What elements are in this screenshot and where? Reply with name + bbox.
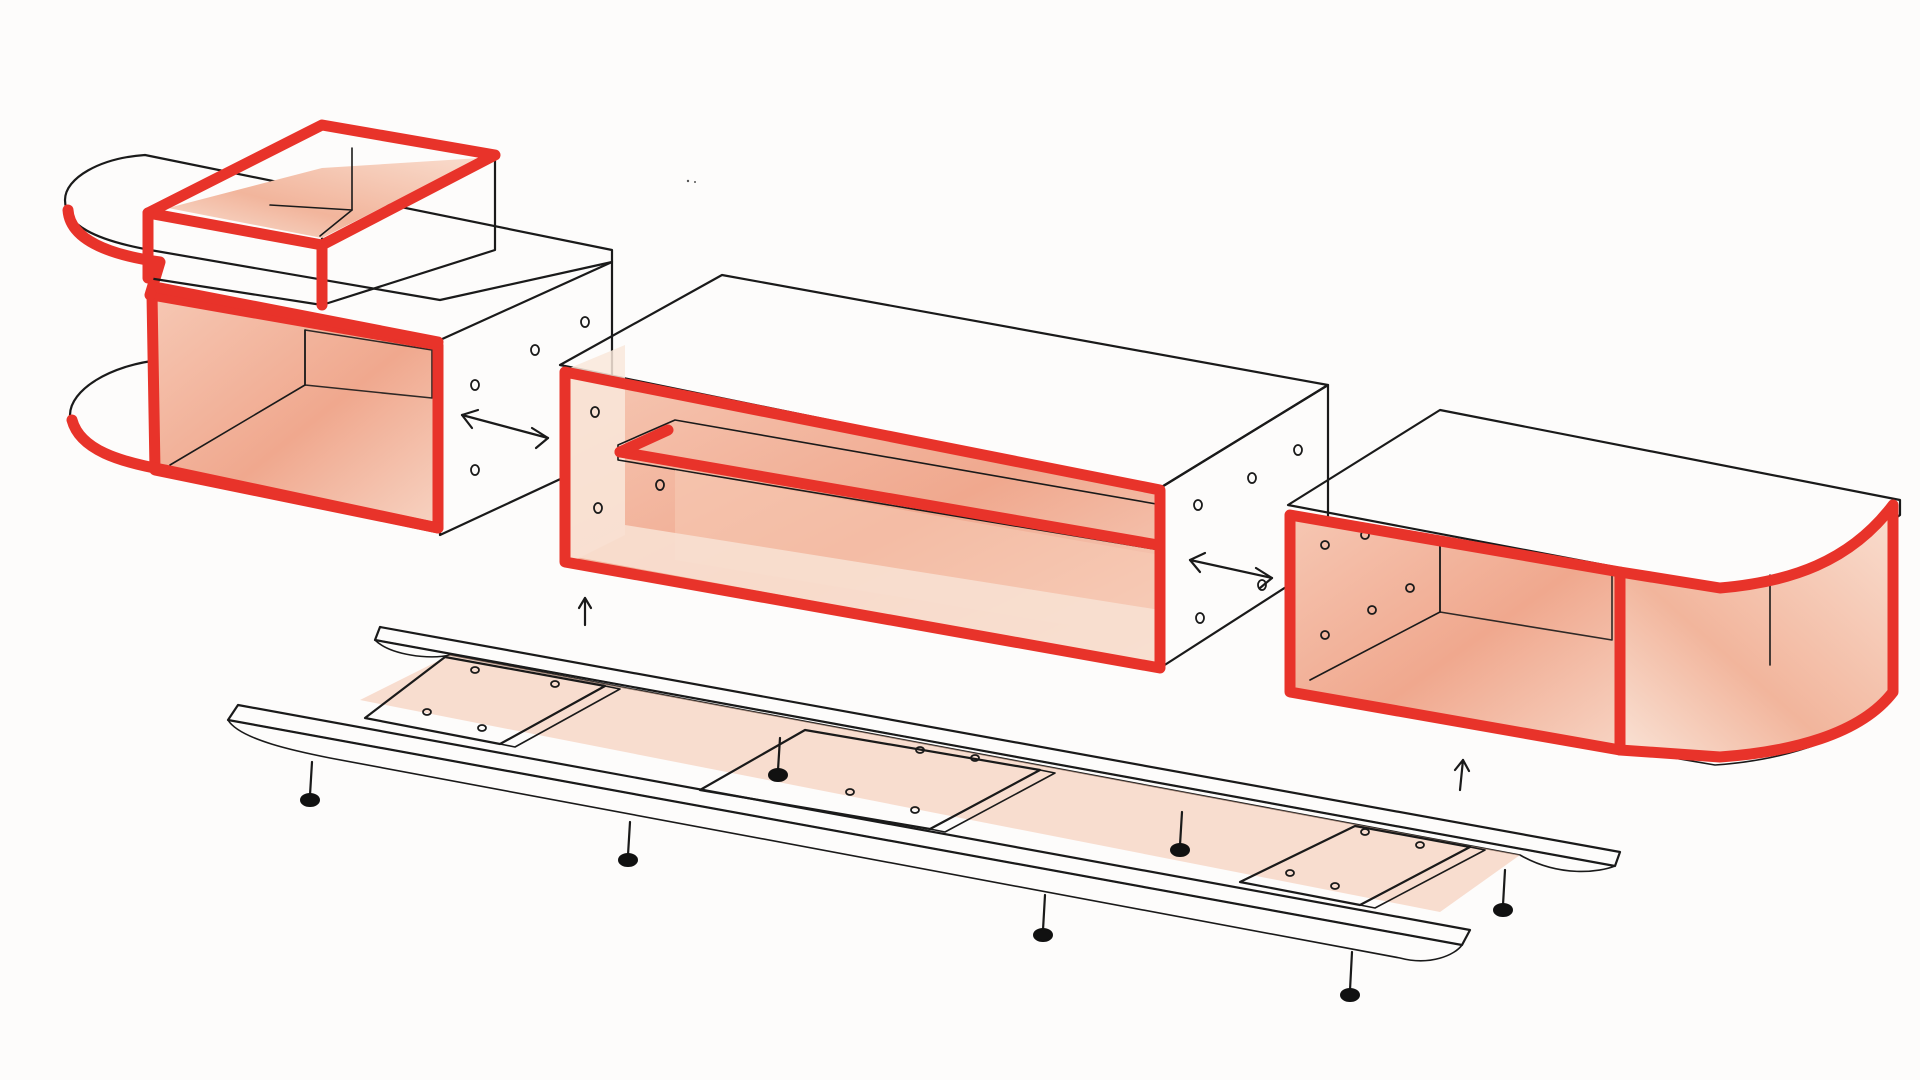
arrow-up-center	[577, 596, 593, 627]
right-rounded-top-edge	[1614, 499, 1899, 763]
base-underside	[360, 655, 1520, 912]
center-side-holes	[1193, 444, 1303, 624]
left-bottom-shelf-edge	[66, 414, 444, 534]
left-top-shelf-edge	[62, 204, 166, 301]
left-shelf-front-edge	[154, 282, 444, 348]
base-front-rail-face	[227, 719, 1463, 962]
adjustable-feet	[300, 736, 1513, 1002]
left-module	[62, 119, 614, 537]
left-top-box-interior	[168, 158, 480, 238]
center-inner-shelf-side-edge	[614, 424, 674, 458]
center-inner-holes	[590, 406, 665, 514]
arrow-center-right	[1188, 551, 1274, 590]
left-side-holes	[470, 316, 590, 476]
center-bottom-shelf	[565, 525, 1160, 665]
center-module	[558, 273, 1330, 674]
left-compartment-interior	[155, 298, 440, 525]
base-cross-slats	[363, 655, 1486, 909]
base-frame	[226, 625, 1622, 1002]
arrow-left-center	[460, 408, 550, 450]
right-rounded-compartment	[1620, 515, 1890, 752]
center-front-frame-edge	[559, 366, 1166, 674]
arrow-up-right	[1453, 758, 1471, 792]
center-left-inner-wall	[565, 345, 625, 565]
pencil-specks	[686, 179, 696, 183]
right-interior	[1290, 515, 1620, 748]
left-top-box-rim	[142, 119, 501, 251]
base-slat-holes	[422, 666, 1425, 890]
center-inner-shelf-edge	[614, 446, 1164, 551]
right-module	[1284, 408, 1902, 766]
base-back-rail-face	[374, 639, 1616, 873]
